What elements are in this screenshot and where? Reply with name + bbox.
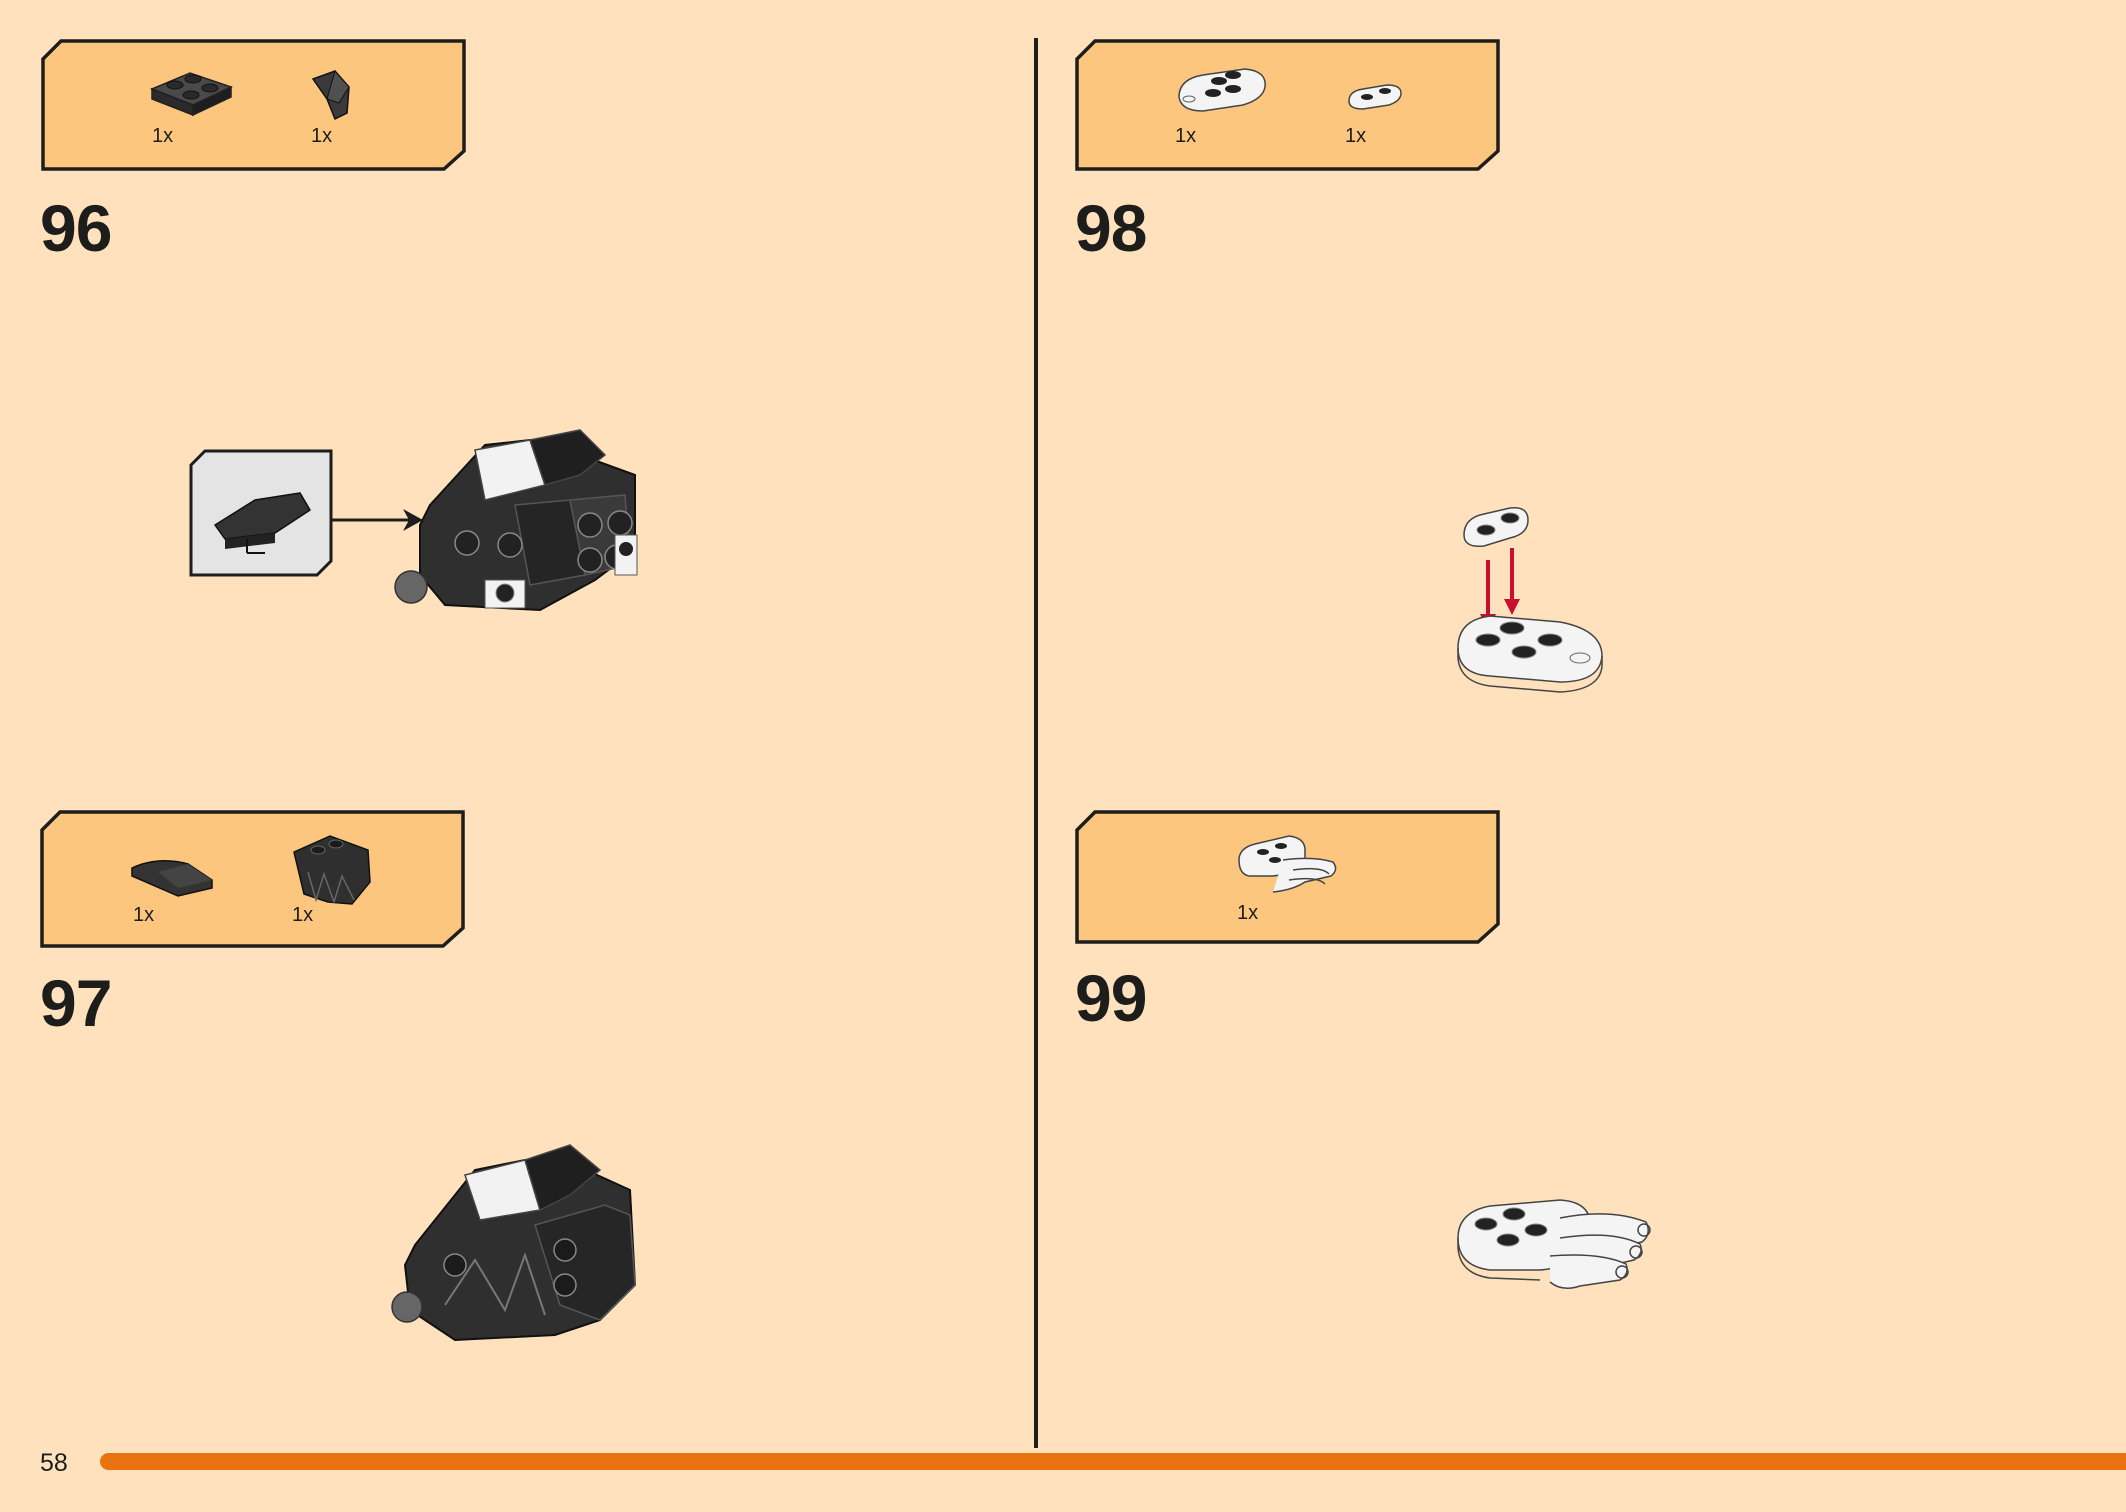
parts-box-frame xyxy=(1075,39,1500,171)
page-accent-bar xyxy=(100,1453,2126,1470)
parts-box-step-98: 1x 1x xyxy=(1075,39,1500,171)
dark-2x2-plate-icon xyxy=(150,72,233,117)
dark-claw-piece-icon xyxy=(293,835,371,905)
page-divider xyxy=(1034,38,1038,1448)
dark-small-wedge-icon xyxy=(311,69,350,121)
parts-box-step-96: 1x 1x xyxy=(41,39,466,171)
step-97-assembly-illustration xyxy=(391,1144,637,1342)
step-number: 96 xyxy=(40,191,112,265)
part-qty: 1x xyxy=(311,125,333,147)
part-qty: 1x xyxy=(1237,902,1259,924)
part-qty: 1x xyxy=(152,125,174,147)
white-plate-1x2-icon xyxy=(1348,84,1402,110)
parts-box-step-97: 1x 1x xyxy=(40,810,465,948)
white-round-plate-icon xyxy=(1178,68,1266,112)
step-number: 97 xyxy=(40,966,112,1040)
step-98-assembly-illustration xyxy=(1457,507,1603,693)
step-number: 99 xyxy=(1075,961,1147,1035)
part-qty: 1x xyxy=(1175,125,1197,147)
step-96-assembly-illustration xyxy=(189,429,638,612)
page-number: 58 xyxy=(40,1449,68,1477)
step-99-assembly-illustration xyxy=(1457,1199,1651,1289)
parts-box-frame xyxy=(40,810,465,948)
part-qty: 1x xyxy=(292,904,314,926)
parts-box-frame xyxy=(41,39,466,171)
step-number: 98 xyxy=(1075,191,1147,265)
part-qty: 1x xyxy=(133,904,155,926)
white-claw-foot-icon xyxy=(1238,835,1337,893)
dark-curved-slope-icon xyxy=(131,860,213,897)
part-qty: 1x xyxy=(1345,125,1367,147)
parts-box-step-99: 1x xyxy=(1075,810,1500,944)
